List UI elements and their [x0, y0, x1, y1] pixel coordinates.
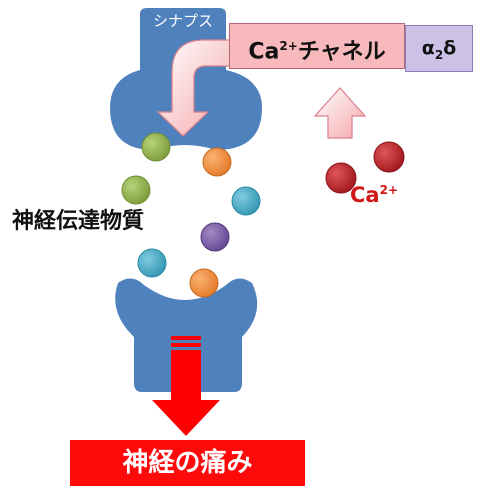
channel-to-synapse-arrow [156, 39, 233, 137]
vesicle-teal [231, 186, 261, 216]
calcium-influx-arrow [313, 87, 367, 139]
vesicle-teal [137, 248, 167, 278]
calcium-channel-box: Ca2+チャネル [229, 23, 405, 69]
vesicle-green [141, 132, 171, 162]
calcium-superscript: 2+ [379, 183, 398, 197]
pain-signal-arrow [152, 336, 220, 436]
calcium-ion-label: Ca2+ [350, 183, 398, 207]
postsynaptic-terminal [115, 278, 258, 392]
channel-superscript: 2+ [279, 39, 298, 53]
nerve-pain-label: 神経の痛み [70, 440, 305, 486]
channel-prefix: Ca [248, 39, 280, 65]
calcium-ion [373, 141, 405, 173]
neurotransmitter-label: 神経伝達物質 [12, 209, 145, 234]
alpha2-delta-subunit-box: α2δ [405, 25, 473, 72]
subunit-delta: δ [443, 37, 457, 59]
vesicle-green [121, 175, 151, 205]
calcium-ion [325, 162, 357, 194]
vesicle-orange [202, 147, 232, 177]
channel-suffix: チャネル [297, 39, 386, 65]
vesicle-orange [189, 268, 219, 298]
calcium-symbol: Ca [350, 183, 380, 207]
synapse-label: シナプス [152, 12, 213, 30]
subunit-subscript: 2 [434, 47, 444, 62]
vesicle-purple [200, 222, 230, 252]
subunit-alpha: α [421, 37, 435, 59]
